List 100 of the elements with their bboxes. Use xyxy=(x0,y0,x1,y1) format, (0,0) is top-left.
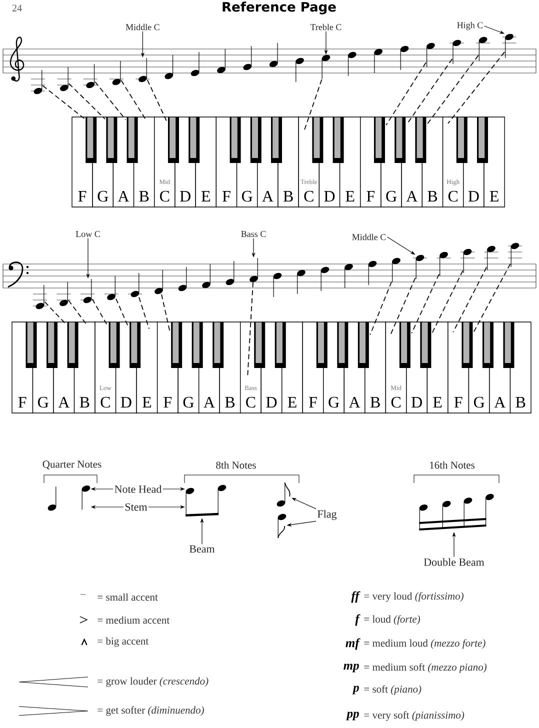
note xyxy=(130,272,140,298)
note xyxy=(86,64,95,88)
note-label: High C xyxy=(457,22,483,30)
note xyxy=(154,270,163,294)
piano-key: B xyxy=(278,116,299,208)
dynamic-mark: ff xyxy=(351,591,360,603)
dashed-line xyxy=(303,79,322,132)
note xyxy=(60,66,68,92)
beamed-notes xyxy=(419,494,494,530)
dashed-line xyxy=(42,85,85,120)
dynamic-mark: mf xyxy=(346,638,360,650)
piano-key: B xyxy=(219,322,241,414)
note xyxy=(83,278,92,304)
dashed-line xyxy=(390,277,416,334)
note xyxy=(112,60,121,86)
definition-text: = grow louder (crescendo) xyxy=(98,677,208,687)
note xyxy=(34,70,42,94)
note xyxy=(505,34,514,58)
title: Reference Page xyxy=(222,2,336,14)
note xyxy=(250,258,258,282)
piano-key: E xyxy=(484,116,505,208)
note xyxy=(202,264,210,288)
piano-key: B xyxy=(510,322,532,414)
callout-label: Beam xyxy=(189,545,215,553)
note xyxy=(60,282,68,306)
note xyxy=(296,58,304,82)
definition-text: = medium loud (mezzo forte) xyxy=(364,639,486,649)
dashed-line xyxy=(426,54,479,124)
note xyxy=(278,514,286,538)
dashed-line xyxy=(120,80,147,121)
note xyxy=(426,42,435,68)
heading: 8th Notes xyxy=(216,461,256,469)
page-number: 24 xyxy=(12,4,22,12)
piano-key: E xyxy=(426,322,448,414)
heading: 16th Notes xyxy=(430,461,475,469)
dashed-line xyxy=(370,281,392,336)
dashed-line xyxy=(68,300,88,326)
dashed-line xyxy=(411,274,440,334)
note xyxy=(276,482,290,507)
note xyxy=(487,246,496,270)
note-label: Bass C xyxy=(241,230,266,238)
definition-text: = loud (forte) xyxy=(364,615,420,625)
dashed-line xyxy=(386,62,426,126)
note xyxy=(374,48,382,74)
heading: Quarter Notes xyxy=(42,460,102,470)
note xyxy=(348,52,356,76)
note xyxy=(452,40,462,64)
note-label: Treble C xyxy=(310,24,342,30)
definition-text: = medium soft (mezzo piano) xyxy=(364,663,487,673)
dashed-line xyxy=(406,58,453,125)
dynamic-mark: p xyxy=(352,686,359,694)
note xyxy=(190,52,200,76)
note-label: Middle C xyxy=(352,234,386,240)
note xyxy=(82,486,90,510)
dynamic-mark: pp xyxy=(346,712,359,720)
dashed-line xyxy=(68,83,106,120)
note xyxy=(368,260,377,286)
beamed-notes xyxy=(186,484,226,517)
note xyxy=(269,42,278,68)
note xyxy=(178,266,187,292)
note xyxy=(243,46,252,70)
dashed-line xyxy=(432,270,464,333)
note-label: Middle C xyxy=(126,24,160,30)
piano-key: E xyxy=(136,322,158,414)
definition-text: = very soft (pianissimo) xyxy=(364,711,464,721)
callout-label: Note Head xyxy=(114,485,162,493)
note xyxy=(226,260,234,286)
note xyxy=(297,270,306,294)
definition-text: = very loud (fortissimo) xyxy=(364,592,464,602)
piano-key: B xyxy=(422,116,444,208)
callout-label: Flag xyxy=(318,510,337,520)
note xyxy=(416,254,424,280)
dashed-line xyxy=(161,294,170,332)
note-label: Low C xyxy=(76,230,100,238)
piano-key: E xyxy=(195,116,217,208)
dashed-line xyxy=(473,263,511,332)
definition-text: = small accent xyxy=(98,593,158,601)
callout-label: Double Beam xyxy=(424,558,484,566)
note xyxy=(392,258,400,282)
note xyxy=(322,54,330,80)
note xyxy=(440,252,448,276)
dashed-line xyxy=(44,301,67,325)
note xyxy=(107,276,116,300)
definition-text: = soft (piano) xyxy=(364,685,422,695)
note xyxy=(320,266,330,292)
note xyxy=(400,46,409,70)
note xyxy=(478,36,488,62)
dynamic-mark: f xyxy=(355,614,360,626)
dashed-line xyxy=(94,81,126,120)
dashed-line xyxy=(146,80,168,122)
dynamic-mark: mp xyxy=(344,664,359,672)
dashed-line xyxy=(448,52,505,124)
callout-label: Stem xyxy=(125,503,148,511)
definition-text: = get softer (diminuendo) xyxy=(98,706,204,716)
note xyxy=(463,248,472,274)
definition-text: = big accent xyxy=(98,637,149,647)
note xyxy=(138,58,147,82)
dashed-line xyxy=(116,298,129,328)
note xyxy=(36,284,44,310)
note xyxy=(344,264,353,288)
